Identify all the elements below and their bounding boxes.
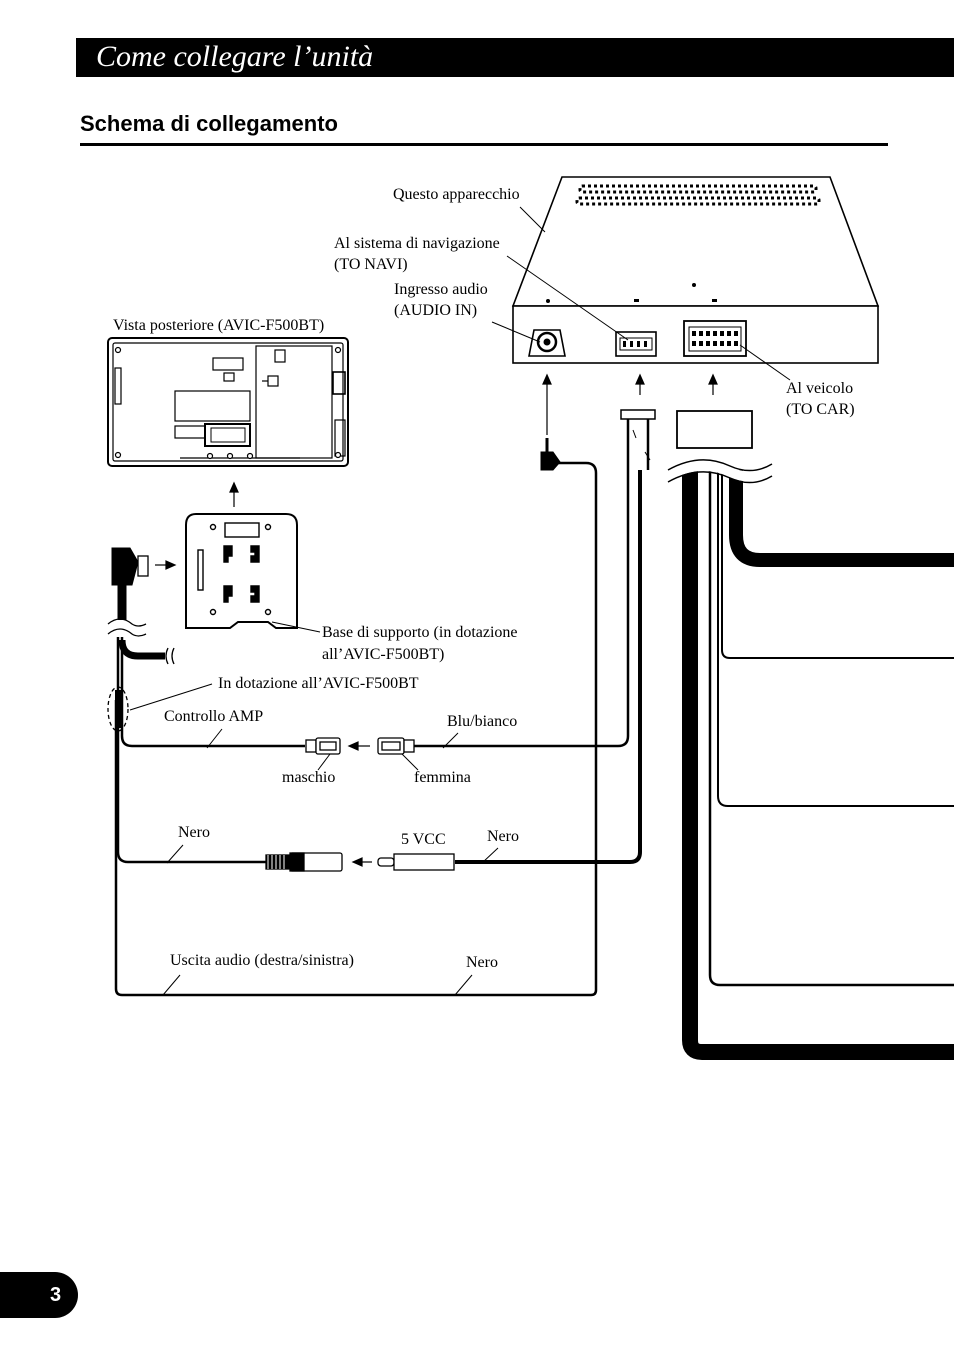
to-navi-port xyxy=(615,331,657,357)
label-audio-out: Uscita audio (destra/sinistra) xyxy=(170,952,354,969)
section-divider xyxy=(80,143,888,146)
label-blue-white: Blu/bianco xyxy=(447,713,518,730)
label-rear-view: Vista posteriore (AVIC-F500BT) xyxy=(113,317,325,334)
power-male-connector xyxy=(377,853,455,871)
label-audio-in-2: (AUDIO IN) xyxy=(394,302,478,319)
label-black-3: Nero xyxy=(466,954,498,971)
audio-in-port xyxy=(528,329,566,357)
amp-female-connector xyxy=(377,737,442,755)
label-to-car-1: Al veicolo xyxy=(786,380,854,397)
label-female: femmina xyxy=(414,769,471,786)
page-number: 3 xyxy=(50,1284,62,1306)
cables xyxy=(107,409,954,1060)
device-rear-view xyxy=(107,337,349,467)
label-to-navi-1: Al sistema di navigazione xyxy=(334,235,500,252)
section-title: Schema di collegamento xyxy=(80,111,338,136)
page-title: Come collegare l’unità xyxy=(96,40,374,73)
header-bar xyxy=(76,38,954,77)
support-base xyxy=(185,513,298,629)
label-supplied: In dotazione all’AVIC-F500BT xyxy=(218,675,419,692)
arrows xyxy=(155,373,718,867)
label-male: maschio xyxy=(282,769,336,786)
amp-male-connector xyxy=(305,737,341,755)
label-vcc: 5 VCC xyxy=(401,831,446,848)
label-black-2: Nero xyxy=(487,828,519,845)
label-audio-in-1: Ingresso audio xyxy=(394,281,488,298)
page-number-tab xyxy=(0,1272,78,1318)
label-black-1: Nero xyxy=(178,824,210,841)
label-base-2: all’AVIC-F500BT) xyxy=(322,646,445,663)
label-base-1: Base di supporto (in dotazione xyxy=(322,624,518,641)
label-to-navi-2: (TO NAVI) xyxy=(334,256,408,273)
to-car-port xyxy=(683,320,747,357)
label-unit: Questo apparecchio xyxy=(393,186,520,203)
label-to-car-2: (TO CAR) xyxy=(786,401,855,418)
unit-vents xyxy=(546,184,821,303)
label-amp-control: Controllo AMP xyxy=(164,708,264,725)
power-female-connector xyxy=(265,852,343,872)
